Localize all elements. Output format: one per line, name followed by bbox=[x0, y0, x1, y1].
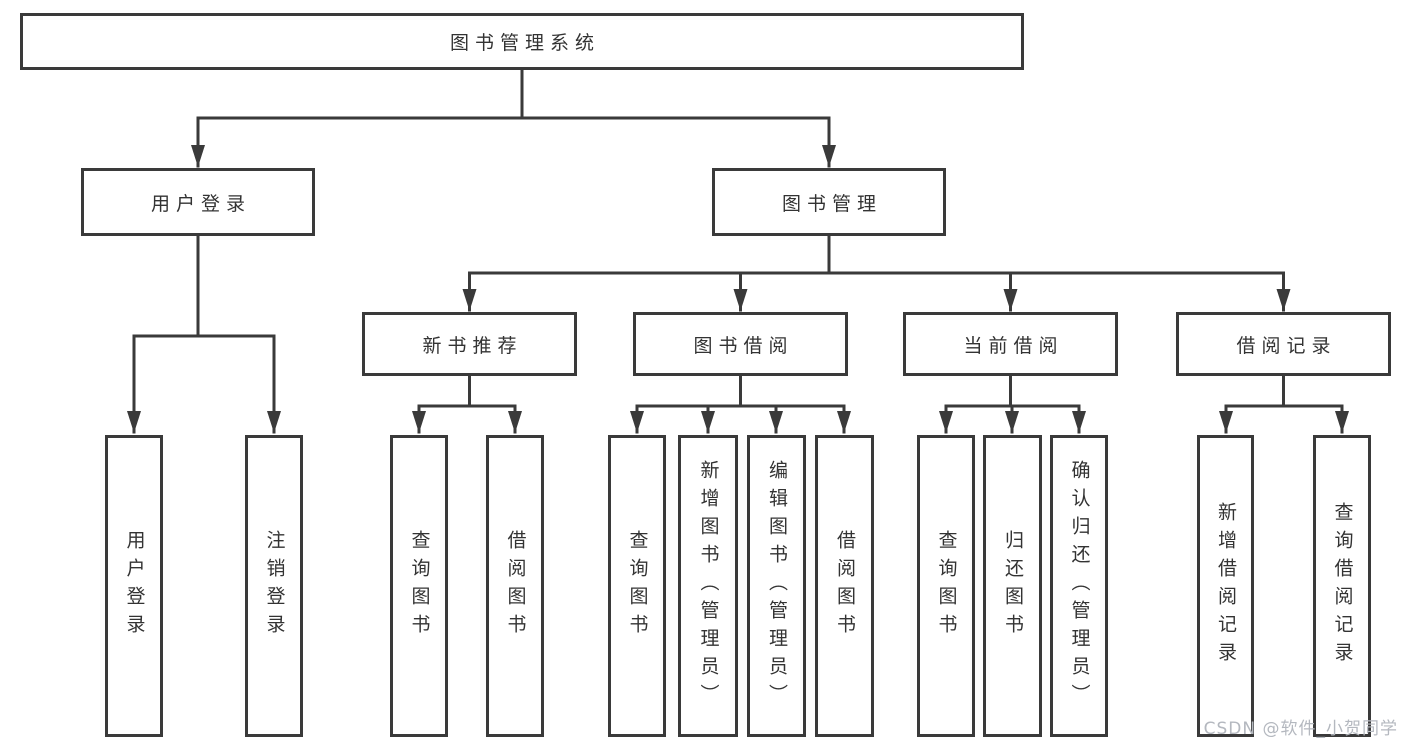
leaf-borrow-books: 借阅图书 bbox=[486, 435, 544, 737]
node-label: 归还图书 bbox=[1002, 530, 1024, 642]
csdn-watermark: CSDN @软件_小贺同学 bbox=[1203, 719, 1398, 739]
node-borrow-records: 借阅记录 bbox=[1176, 312, 1391, 376]
node-label: 编辑图书（管理员） bbox=[766, 460, 788, 712]
leaf-query-books: 查询图书 bbox=[917, 435, 975, 737]
node-label: 图书借阅 bbox=[693, 334, 794, 357]
node-label: 查询图书 bbox=[626, 530, 649, 642]
leaf-borrow-books: 借阅图书 bbox=[815, 435, 874, 737]
node-user-login: 用户登录 bbox=[81, 168, 315, 236]
node-current-borrow: 当前借阅 bbox=[903, 312, 1118, 376]
leaf-confirm-return-admin: 确认归还（管理员） bbox=[1050, 435, 1108, 737]
node-label: 确认归还（管理员） bbox=[1068, 460, 1091, 712]
node-book-management: 图书管理 bbox=[712, 168, 946, 236]
node-label: 当前借阅 bbox=[963, 334, 1064, 357]
node-label: 用户登录 bbox=[150, 192, 251, 215]
node-label: 查询借阅记录 bbox=[1331, 502, 1354, 670]
leaf-query-books: 查询图书 bbox=[608, 435, 666, 737]
node-label: 新书推荐 bbox=[422, 334, 523, 357]
node-library-management-system: 图书管理系统 bbox=[20, 13, 1024, 70]
node-label: 新增借阅记录 bbox=[1215, 502, 1237, 670]
leaf-add-books-admin: 新增图书（管理员） bbox=[678, 435, 738, 737]
node-label: 借阅图书 bbox=[504, 530, 527, 642]
leaf-add-borrow-record: 新增借阅记录 bbox=[1197, 435, 1254, 737]
node-label: 查询图书 bbox=[935, 530, 958, 642]
leaf-query-borrow-record: 查询借阅记录 bbox=[1313, 435, 1371, 737]
node-book-borrow: 图书借阅 bbox=[633, 312, 848, 376]
leaf-edit-books-admin: 编辑图书（管理员） bbox=[747, 435, 806, 737]
leaf-return-books: 归还图书 bbox=[983, 435, 1042, 737]
node-label: 用户登录 bbox=[123, 530, 146, 642]
leaf-user-login: 用户登录 bbox=[105, 435, 163, 737]
node-new-book-recommend: 新书推荐 bbox=[362, 312, 577, 376]
node-label: 借阅图书 bbox=[834, 530, 856, 642]
node-label: 新增图书（管理员） bbox=[697, 460, 720, 712]
node-label: 注销登录 bbox=[263, 530, 286, 642]
node-label: 图书管理 bbox=[781, 192, 882, 215]
node-label: 查询图书 bbox=[408, 530, 431, 642]
leaf-query-books: 查询图书 bbox=[390, 435, 448, 737]
node-label: 图书管理系统 bbox=[449, 32, 600, 54]
node-label: 借阅记录 bbox=[1236, 334, 1337, 357]
leaf-logout: 注销登录 bbox=[245, 435, 303, 737]
